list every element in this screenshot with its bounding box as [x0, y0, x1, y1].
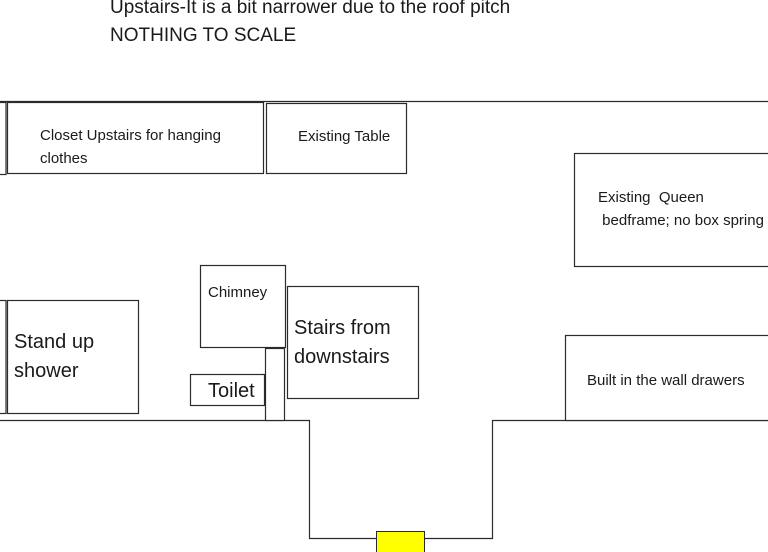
- closet-box: [6, 101, 265, 175]
- toilet-label: Toilet: [208, 380, 255, 402]
- left-edge-shower-section: [0, 299, 7, 415]
- bottom-wall: [0, 419, 768, 540]
- chimney-box: [199, 264, 287, 349]
- stairs-label-line-2: downstairs: [294, 346, 390, 368]
- chimney-label: Chimney: [208, 284, 268, 301]
- stairs-box: [286, 285, 420, 400]
- entry-door-marker: [376, 531, 425, 552]
- shower-box: [6, 299, 140, 415]
- shower-label-line-2: shower: [14, 360, 79, 382]
- diagram-subtitle: NOTHING TO SCALE: [110, 25, 297, 46]
- drawers-box: [564, 334, 768, 422]
- drawers-label: Built in the wall drawers: [587, 372, 745, 389]
- closet-label-line-2: clothes: [40, 150, 88, 167]
- stairs-label-line-1: Stairs from: [294, 317, 391, 339]
- chimney-flue: [264, 347, 286, 422]
- bed-label-line-2: bedframe; no box spring: [598, 212, 764, 229]
- left-edge-closet-section: [0, 101, 7, 176]
- diagram-title: Upstairs-It is a bit narrower due to the…: [110, 0, 511, 18]
- table-box: [265, 102, 408, 175]
- table-label: Existing Table: [298, 128, 391, 145]
- bed-label-line-1: Existing Queen: [598, 189, 704, 206]
- shower-label-line-1: Stand up: [14, 331, 95, 353]
- toilet-box: [189, 373, 266, 407]
- bed-box: [573, 152, 768, 268]
- closet-label-line-1: Closet Upstairs for hanging: [40, 127, 221, 144]
